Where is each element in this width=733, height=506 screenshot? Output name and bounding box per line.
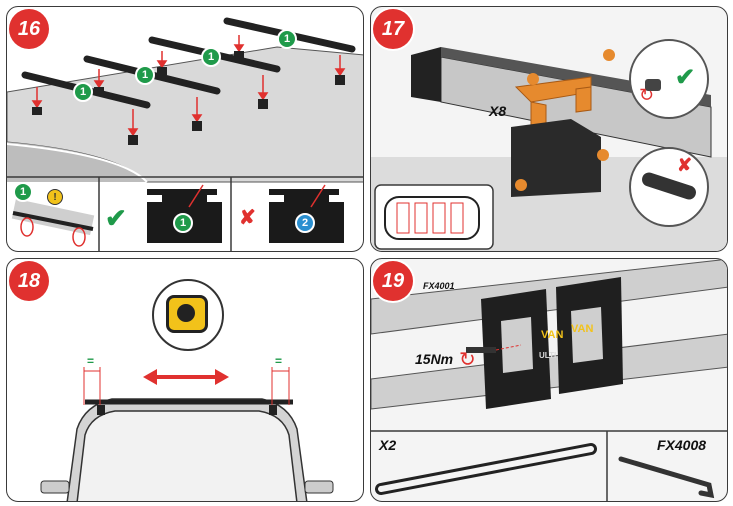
equal-label-left: = [87, 354, 95, 368]
step-16-panel: 16 1 1 1 1 1 ! ✔ ✘ 1 2 [6, 6, 364, 252]
cross-icon: ✘ [239, 207, 256, 229]
quantity-label: X2 [379, 437, 397, 453]
part-number-label: FX4001 [423, 281, 455, 291]
no-wrench-detail: ✘ [629, 147, 709, 227]
step-18-panel: 18 = = [6, 258, 364, 502]
check-icon: ✔ [105, 203, 127, 233]
wrong-marker: 2 [295, 213, 315, 233]
brand-logo-left: VAN [541, 329, 564, 341]
bar-marker: 1 [277, 29, 297, 49]
step-19-illustration [371, 259, 727, 501]
bar-marker: 1 [201, 47, 221, 67]
rotate-icon: ↻ [459, 349, 476, 371]
quantity-label: X8 [489, 103, 507, 119]
brand-logo-sub: ULTI [539, 351, 557, 360]
step-number-badge: 17 [373, 9, 413, 49]
step-16-illustration [7, 17, 363, 251]
part-number-label: FX4008 [657, 437, 707, 453]
rotate-icon: ↻ [639, 85, 655, 105]
warning-icon: ! [47, 189, 63, 205]
step-number-badge: 18 [9, 261, 49, 301]
equal-label-right: = [275, 354, 283, 368]
check-icon: ✔ [675, 64, 696, 91]
step-19-panel: 19 FX4001 15Nm ↻ VAN ULTI VAN X2 FX4008 [370, 258, 728, 502]
nut-icon [645, 79, 661, 91]
double-arrow-icon [143, 369, 229, 385]
tape-measure-icon [166, 295, 208, 333]
tape-measure-detail [152, 279, 224, 351]
detail-marker: 1 [13, 182, 33, 202]
torque-label: 15Nm [415, 351, 454, 367]
step-17-panel: 17 X8 ↻ ✔ ✘ [370, 6, 728, 252]
step-number-badge: 19 [373, 261, 413, 301]
brand-logo-right: VAN [571, 323, 594, 335]
bar-marker: 1 [73, 82, 93, 102]
bar-marker: 1 [135, 65, 155, 85]
step-number-badge: 16 [9, 9, 49, 49]
correct-marker: 1 [173, 213, 193, 233]
step-18-illustration [40, 367, 334, 501]
hand-tighten-detail: ↻ ✔ [629, 39, 709, 119]
cross-icon: ✘ [677, 155, 693, 175]
